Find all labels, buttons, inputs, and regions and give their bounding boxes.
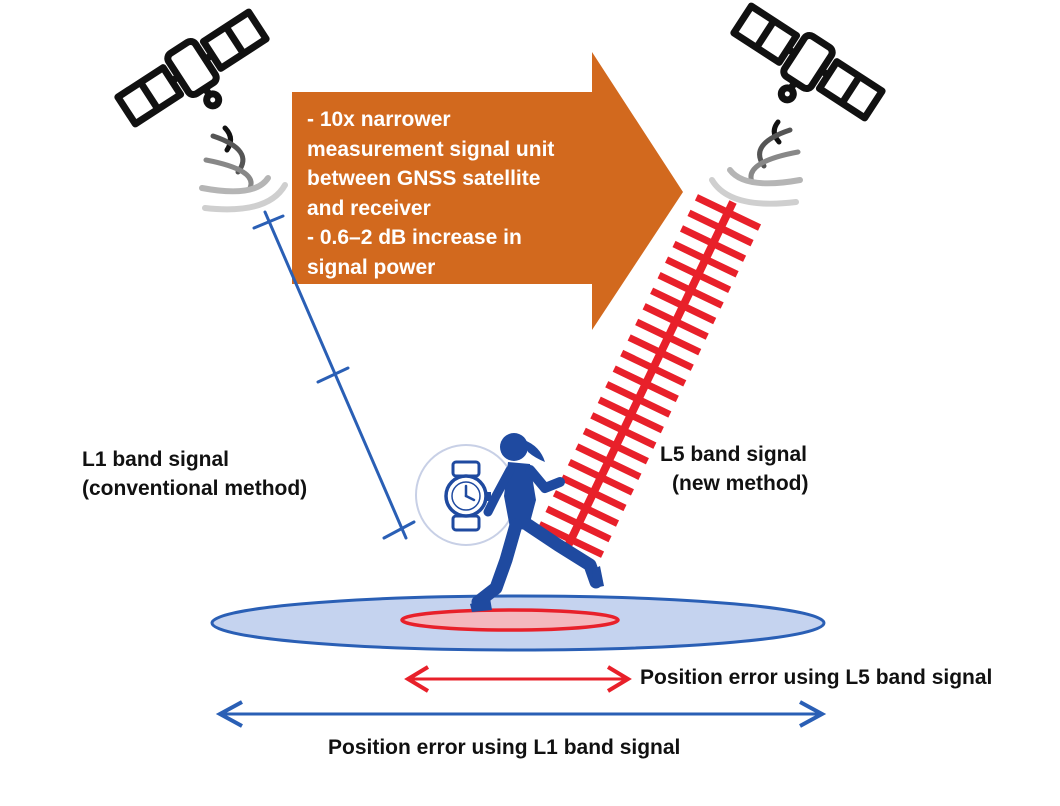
ladder-rung — [560, 474, 627, 512]
l1-error-arrow — [215, 700, 827, 728]
ladder-rung — [627, 334, 694, 371]
ladder-rung — [642, 303, 709, 340]
ladder-rung — [687, 209, 754, 247]
l1-label-line1: L1 band signal — [82, 448, 230, 471]
ladder-rung — [657, 272, 724, 309]
ladder-rung — [665, 256, 732, 294]
signal-wave-icon — [199, 125, 288, 213]
runner-icon — [470, 433, 604, 612]
info-arrow-line: - 10x narrower — [307, 108, 451, 131]
info-arrow-text: - 10x narrower measurement signal unit bet… — [307, 105, 554, 282]
ladder-rung — [612, 365, 679, 403]
ladder-rung — [552, 490, 620, 527]
l5-label-line2: (new method) — [672, 472, 809, 495]
info-arrow-line: between GNSS satellite — [307, 167, 541, 190]
l5-position-error-label: Position error using L5 band signal — [640, 666, 993, 689]
info-arrow-line: - 0.6–2 dB increase in — [307, 226, 522, 249]
ladder-rung — [582, 427, 649, 465]
ladder-rung — [567, 458, 634, 496]
ladder-rung — [597, 396, 664, 434]
l1-position-error-label: Position error using L1 band signal — [328, 736, 681, 759]
info-arrow-shape — [292, 52, 683, 330]
ladder-rung — [635, 318, 702, 356]
info-arrow-line: measurement signal unit — [307, 137, 555, 161]
ladder-rung — [650, 287, 717, 325]
l1-label-line2: (conventional method) — [82, 477, 308, 500]
ladder-rung — [694, 194, 762, 231]
l1-band-label: L1 band signal (conventional method) — [82, 445, 307, 503]
ladder-rung — [590, 412, 657, 449]
info-arrow-line: signal power — [307, 255, 436, 279]
ladder-rung — [605, 381, 672, 418]
ladder-rung — [575, 443, 642, 480]
ladder-rung — [545, 505, 612, 543]
info-arrow-line: and receiver — [307, 196, 431, 220]
smartwatch-icon — [415, 444, 517, 546]
satellite-icon — [730, 2, 886, 122]
satellite-icon — [114, 8, 270, 128]
l5-band-label: L5 band signal (new method) — [660, 440, 809, 498]
l5-error-arrow — [404, 665, 632, 693]
l5-label-line1: L5 band signal — [660, 443, 808, 466]
signal-wave-icon — [709, 119, 803, 207]
l1-signal-line — [252, 210, 416, 540]
ladder-rung — [620, 349, 687, 387]
l5-signal-ladder — [537, 194, 762, 558]
ladder-rung — [672, 240, 739, 278]
l5-error-ellipse — [400, 608, 620, 632]
ladder-rung — [537, 521, 605, 558]
ladder-rung — [679, 225, 747, 262]
